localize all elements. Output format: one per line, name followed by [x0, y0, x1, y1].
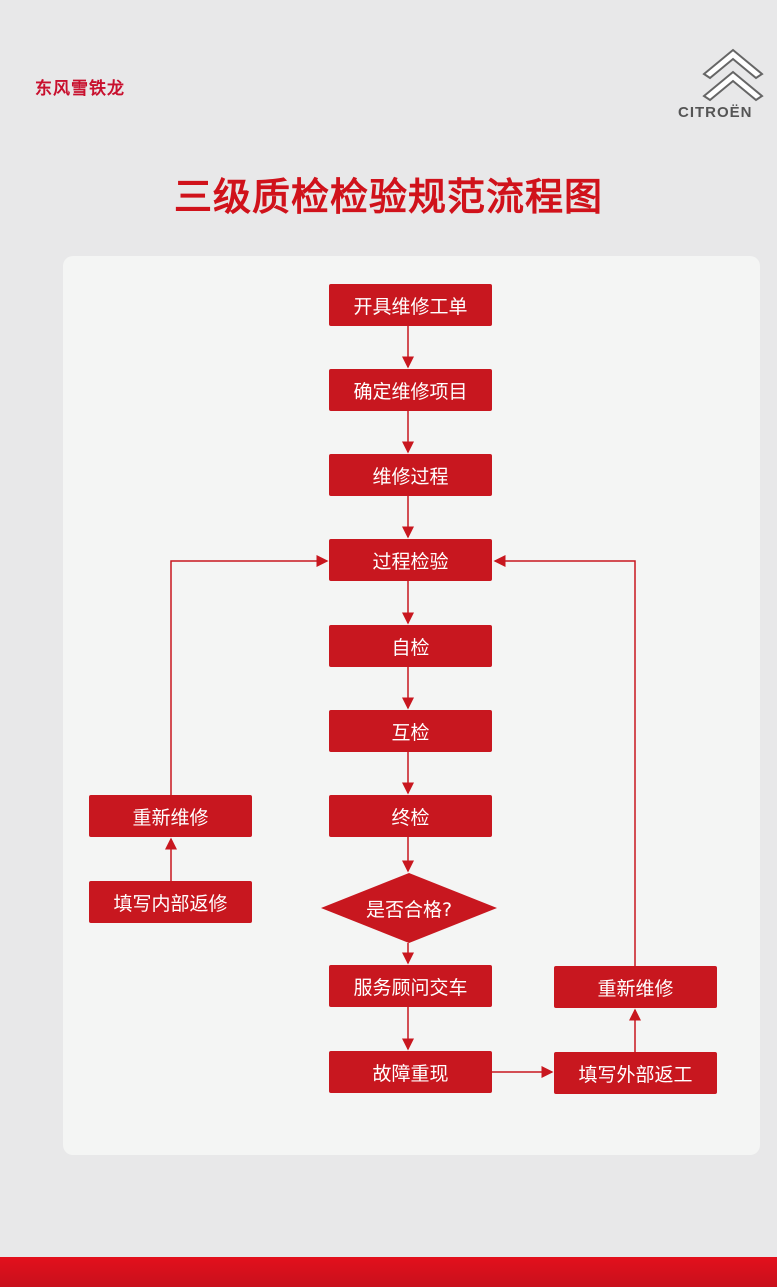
brand-logo-dongfeng-citroen: 东风雪铁龙: [35, 79, 125, 99]
step-internal-rework-form: 填写内部返修: [89, 881, 252, 923]
step-process-inspection: 过程检验: [329, 539, 492, 581]
step-repair-process: 维修过程: [329, 454, 492, 496]
arrow: [170, 555, 329, 795]
decision-diamond: [321, 873, 497, 943]
decision-qualified: 是否合格?: [365, 898, 453, 921]
step-advisor-delivery: 服务顾问交车: [329, 965, 492, 1007]
bottom-red-bar: [0, 1257, 777, 1287]
step-external-rework-form: 填写外部返工: [554, 1052, 717, 1094]
step-open-work-order: 开具维修工单: [329, 284, 492, 326]
step-right-rework: 重新维修: [554, 966, 717, 1008]
step-fault-recurrence: 故障重现: [329, 1051, 492, 1093]
step-mutual-check: 互检: [329, 710, 492, 752]
citroen-wordmark: CITROËN: [678, 104, 753, 121]
page-title: 三级质检检验规范流程图: [173, 175, 603, 219]
citroen-chevrons-icon: [702, 48, 764, 102]
step-self-check: 自检: [329, 625, 492, 667]
arrow: [493, 555, 636, 966]
step-final-check: 终检: [329, 795, 492, 837]
citroen-logo: CITROËN: [678, 44, 777, 121]
step-confirm-repair-items: 确定维修项目: [329, 369, 492, 411]
step-left-rework: 重新维修: [89, 795, 252, 837]
